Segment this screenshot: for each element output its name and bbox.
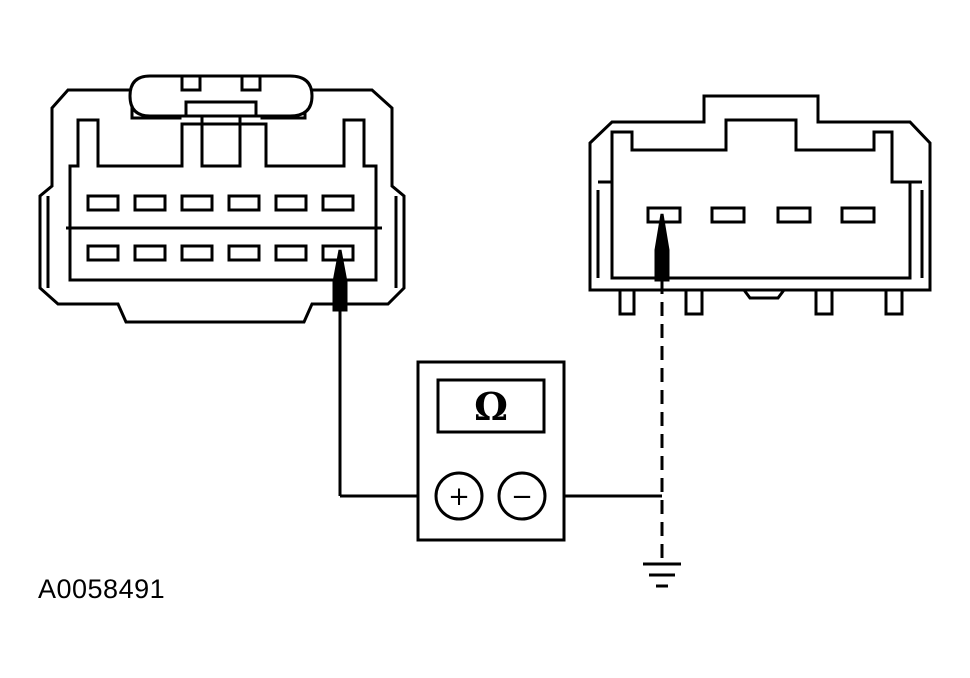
left-pin — [133, 244, 167, 262]
figure-id: A0058491 — [38, 574, 166, 604]
left-pin — [227, 194, 261, 212]
right-side-detail — [596, 180, 924, 278]
negative-terminal — [497, 471, 547, 521]
right-probe — [654, 213, 670, 560]
left-pin — [274, 194, 308, 212]
left-pin — [321, 194, 355, 212]
right-connector-inner — [610, 118, 912, 280]
ohmmeter-display — [436, 378, 546, 434]
left-connector — [38, 74, 406, 324]
right-pin — [776, 206, 812, 224]
right-connector-body — [588, 94, 932, 292]
positive-terminal — [434, 471, 484, 521]
negative-terminal-label: − — [511, 482, 533, 512]
left-latch-tab-2 — [240, 74, 262, 92]
left-connector-body — [38, 88, 406, 324]
right-connector-feet — [618, 289, 904, 316]
ohm-symbol: Ω — [474, 384, 508, 429]
right-connector — [588, 94, 932, 316]
left-connector-latch — [128, 74, 314, 118]
ohmmeter — [416, 360, 566, 542]
left-connector-inner — [68, 118, 378, 282]
left-pin — [227, 244, 261, 262]
left-pin — [274, 244, 308, 262]
left-pin — [86, 194, 120, 212]
left-pin — [180, 194, 214, 212]
left-side-detail — [46, 196, 398, 288]
right-pin — [710, 206, 746, 224]
left-pin — [86, 244, 120, 262]
left-latch-tab-1 — [180, 74, 202, 92]
ground-icon — [643, 562, 681, 588]
right-pin — [840, 206, 876, 224]
positive-terminal-label: + — [448, 482, 470, 512]
left-probe — [332, 249, 348, 496]
left-latch-stem — [200, 114, 242, 168]
left-pin — [180, 244, 214, 262]
left-pin — [133, 194, 167, 212]
